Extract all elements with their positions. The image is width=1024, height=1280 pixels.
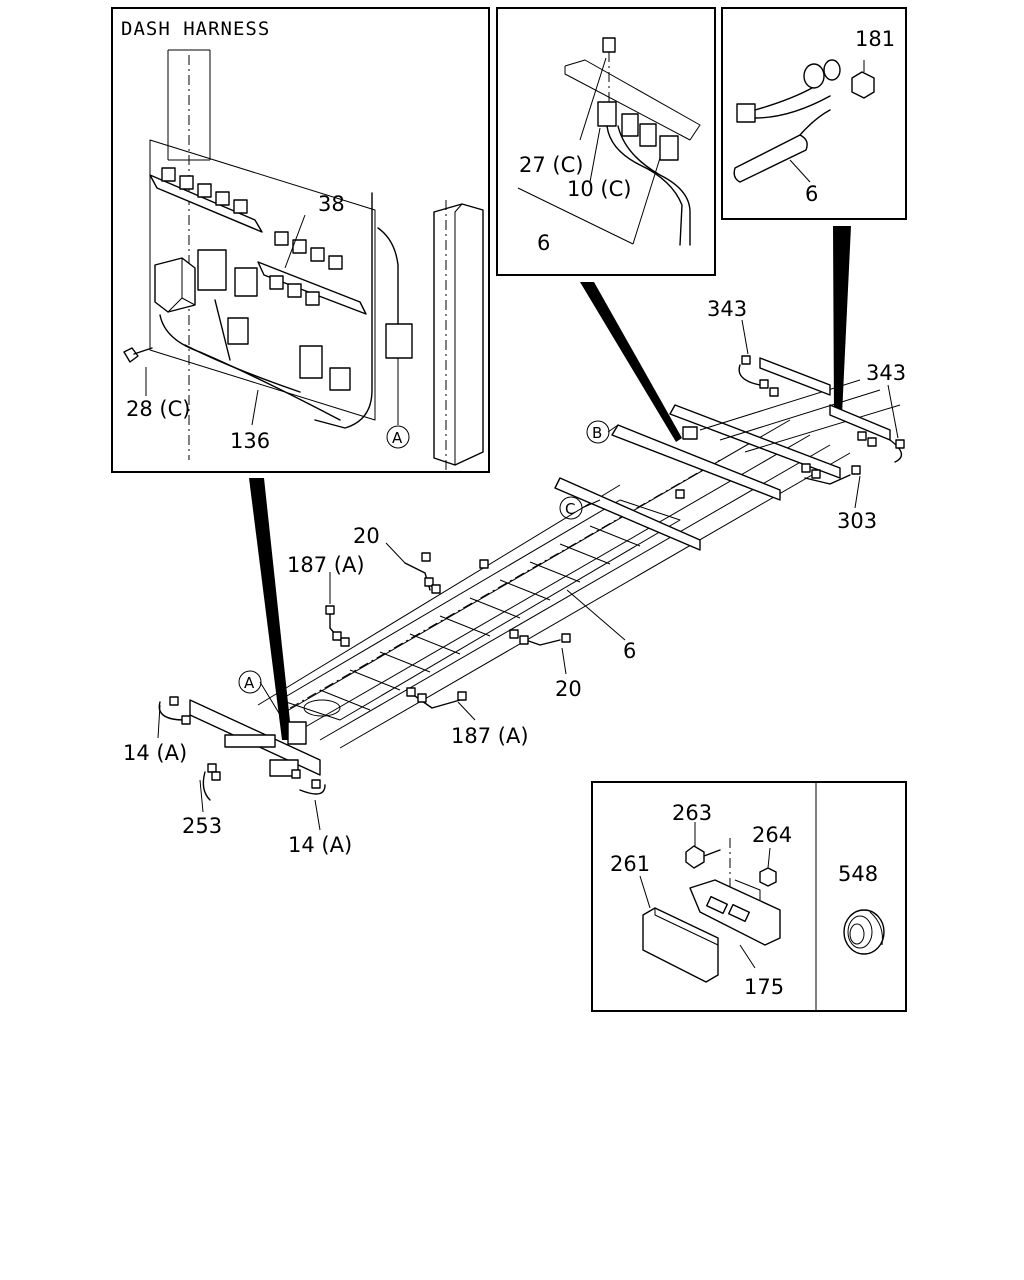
label-20-lower: 20 (555, 677, 582, 701)
label-20-upper: 20 (353, 524, 380, 548)
label-181: 181 (855, 27, 895, 51)
plate-panel: 263 264 261 175 548 (591, 781, 907, 1012)
circle-label-b: B (592, 424, 602, 442)
label-343-top: 343 (707, 297, 747, 321)
label-28c: 28 (C) (126, 397, 190, 421)
chassis-frame: 343 343 303 20 187 (A) 6 20 187 (A) 14 (… (123, 297, 906, 857)
callout-wedge-ground (833, 226, 851, 415)
circle-label-c: C (565, 500, 575, 518)
label-136: 136 (230, 429, 270, 453)
label-175: 175 (744, 975, 784, 999)
label-187a-upper: 187 (A) (287, 553, 365, 577)
label-261: 261 (610, 852, 650, 876)
label-38: 38 (318, 192, 345, 216)
label-6-ground: 6 (805, 182, 818, 206)
label-264: 264 (752, 823, 792, 847)
label-343-right: 343 (866, 361, 906, 385)
label-27c: 27 (C) (519, 153, 583, 177)
label-14a-right: 14 (A) (288, 833, 352, 857)
label-548: 548 (838, 862, 878, 886)
label-6-connector: 6 (537, 231, 550, 255)
label-263: 263 (672, 801, 712, 825)
grommet-548 (843, 909, 885, 955)
label-253: 253 (182, 814, 222, 838)
callout-wedge-connector (580, 282, 682, 442)
dash-harness-title: DASH HARNESS (121, 18, 270, 40)
ground-panel: 181 6 (721, 7, 907, 220)
callout-wedge-dash (249, 478, 292, 740)
connector-detail-panel: 27 (C) 10 (C) 6 (496, 7, 716, 276)
label-14a-left: 14 (A) (123, 741, 187, 765)
circle-label-a-dash: A (392, 429, 403, 447)
dash-harness-panel: DASH HARNESS (111, 7, 490, 473)
circle-label-a-main: A (244, 674, 255, 692)
label-303: 303 (837, 509, 877, 533)
label-6-main: 6 (623, 639, 636, 663)
label-187a-lower: 187 (A) (451, 724, 529, 748)
label-10c: 10 (C) (567, 177, 631, 201)
